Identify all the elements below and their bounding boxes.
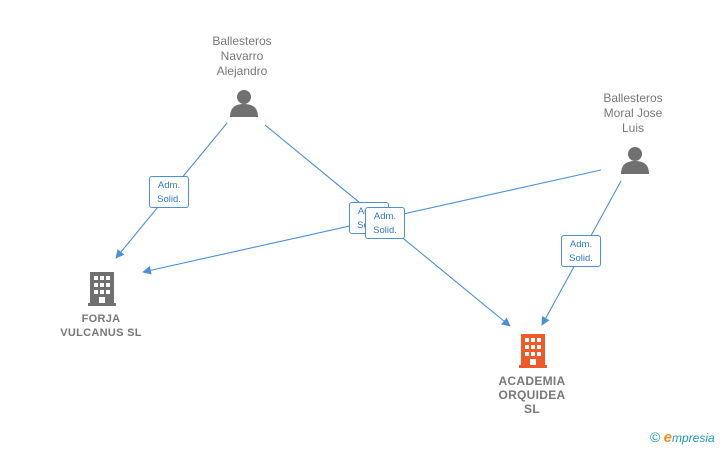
building-icon[interactable] xyxy=(88,272,116,306)
person-icon[interactable] xyxy=(621,147,649,174)
company-name-line: VULCANUS SL xyxy=(60,327,142,339)
person-name-line: Ballesteros xyxy=(212,34,272,48)
company-name-line: ACADEMIA xyxy=(498,374,566,388)
role-line: Solid. xyxy=(373,225,397,236)
company-name-line: FORJA xyxy=(81,313,121,325)
role-badge-moral-academia[interactable]: Adm. Solid. xyxy=(561,235,601,267)
role-line: Solid. xyxy=(157,194,181,205)
brand-watermark: © empresia xyxy=(650,429,715,446)
company-name-line: SL xyxy=(524,402,540,416)
brand-logo-text: mpresia xyxy=(672,431,715,445)
person-name-line: Ballesteros xyxy=(603,91,663,105)
role-badge-moral-forja[interactable]: Adm. Solid. xyxy=(365,207,405,239)
company-name-line: ORQUIDEA xyxy=(498,388,566,402)
person-name-line: Navarro xyxy=(220,49,264,63)
person-name-line: Luis xyxy=(621,121,644,135)
role-badge-navarro-forja[interactable]: Adm. Solid. xyxy=(149,176,189,208)
person-name-line: Alejandro xyxy=(216,64,268,78)
brand-logo-letter: e xyxy=(663,429,673,446)
person-label-moral[interactable]: Ballesteros Moral Jose Luis xyxy=(587,91,679,136)
role-line: Adm. xyxy=(569,239,593,250)
person-icon[interactable] xyxy=(230,90,258,117)
company-label-forja[interactable]: FORJA VULCANUS SL xyxy=(46,312,156,340)
copyright-icon: © xyxy=(650,429,661,445)
company-label-academia[interactable]: ACADEMIA ORQUIDEA SL xyxy=(482,374,582,416)
person-label-navarro[interactable]: Ballesteros Navarro Alejandro xyxy=(196,34,288,79)
role-line: Adm. xyxy=(373,211,397,222)
role-line: Solid. xyxy=(569,253,593,264)
role-line: Adm. xyxy=(157,180,181,191)
building-icon[interactable] xyxy=(519,334,547,368)
person-name-line: Moral Jose xyxy=(603,106,663,120)
